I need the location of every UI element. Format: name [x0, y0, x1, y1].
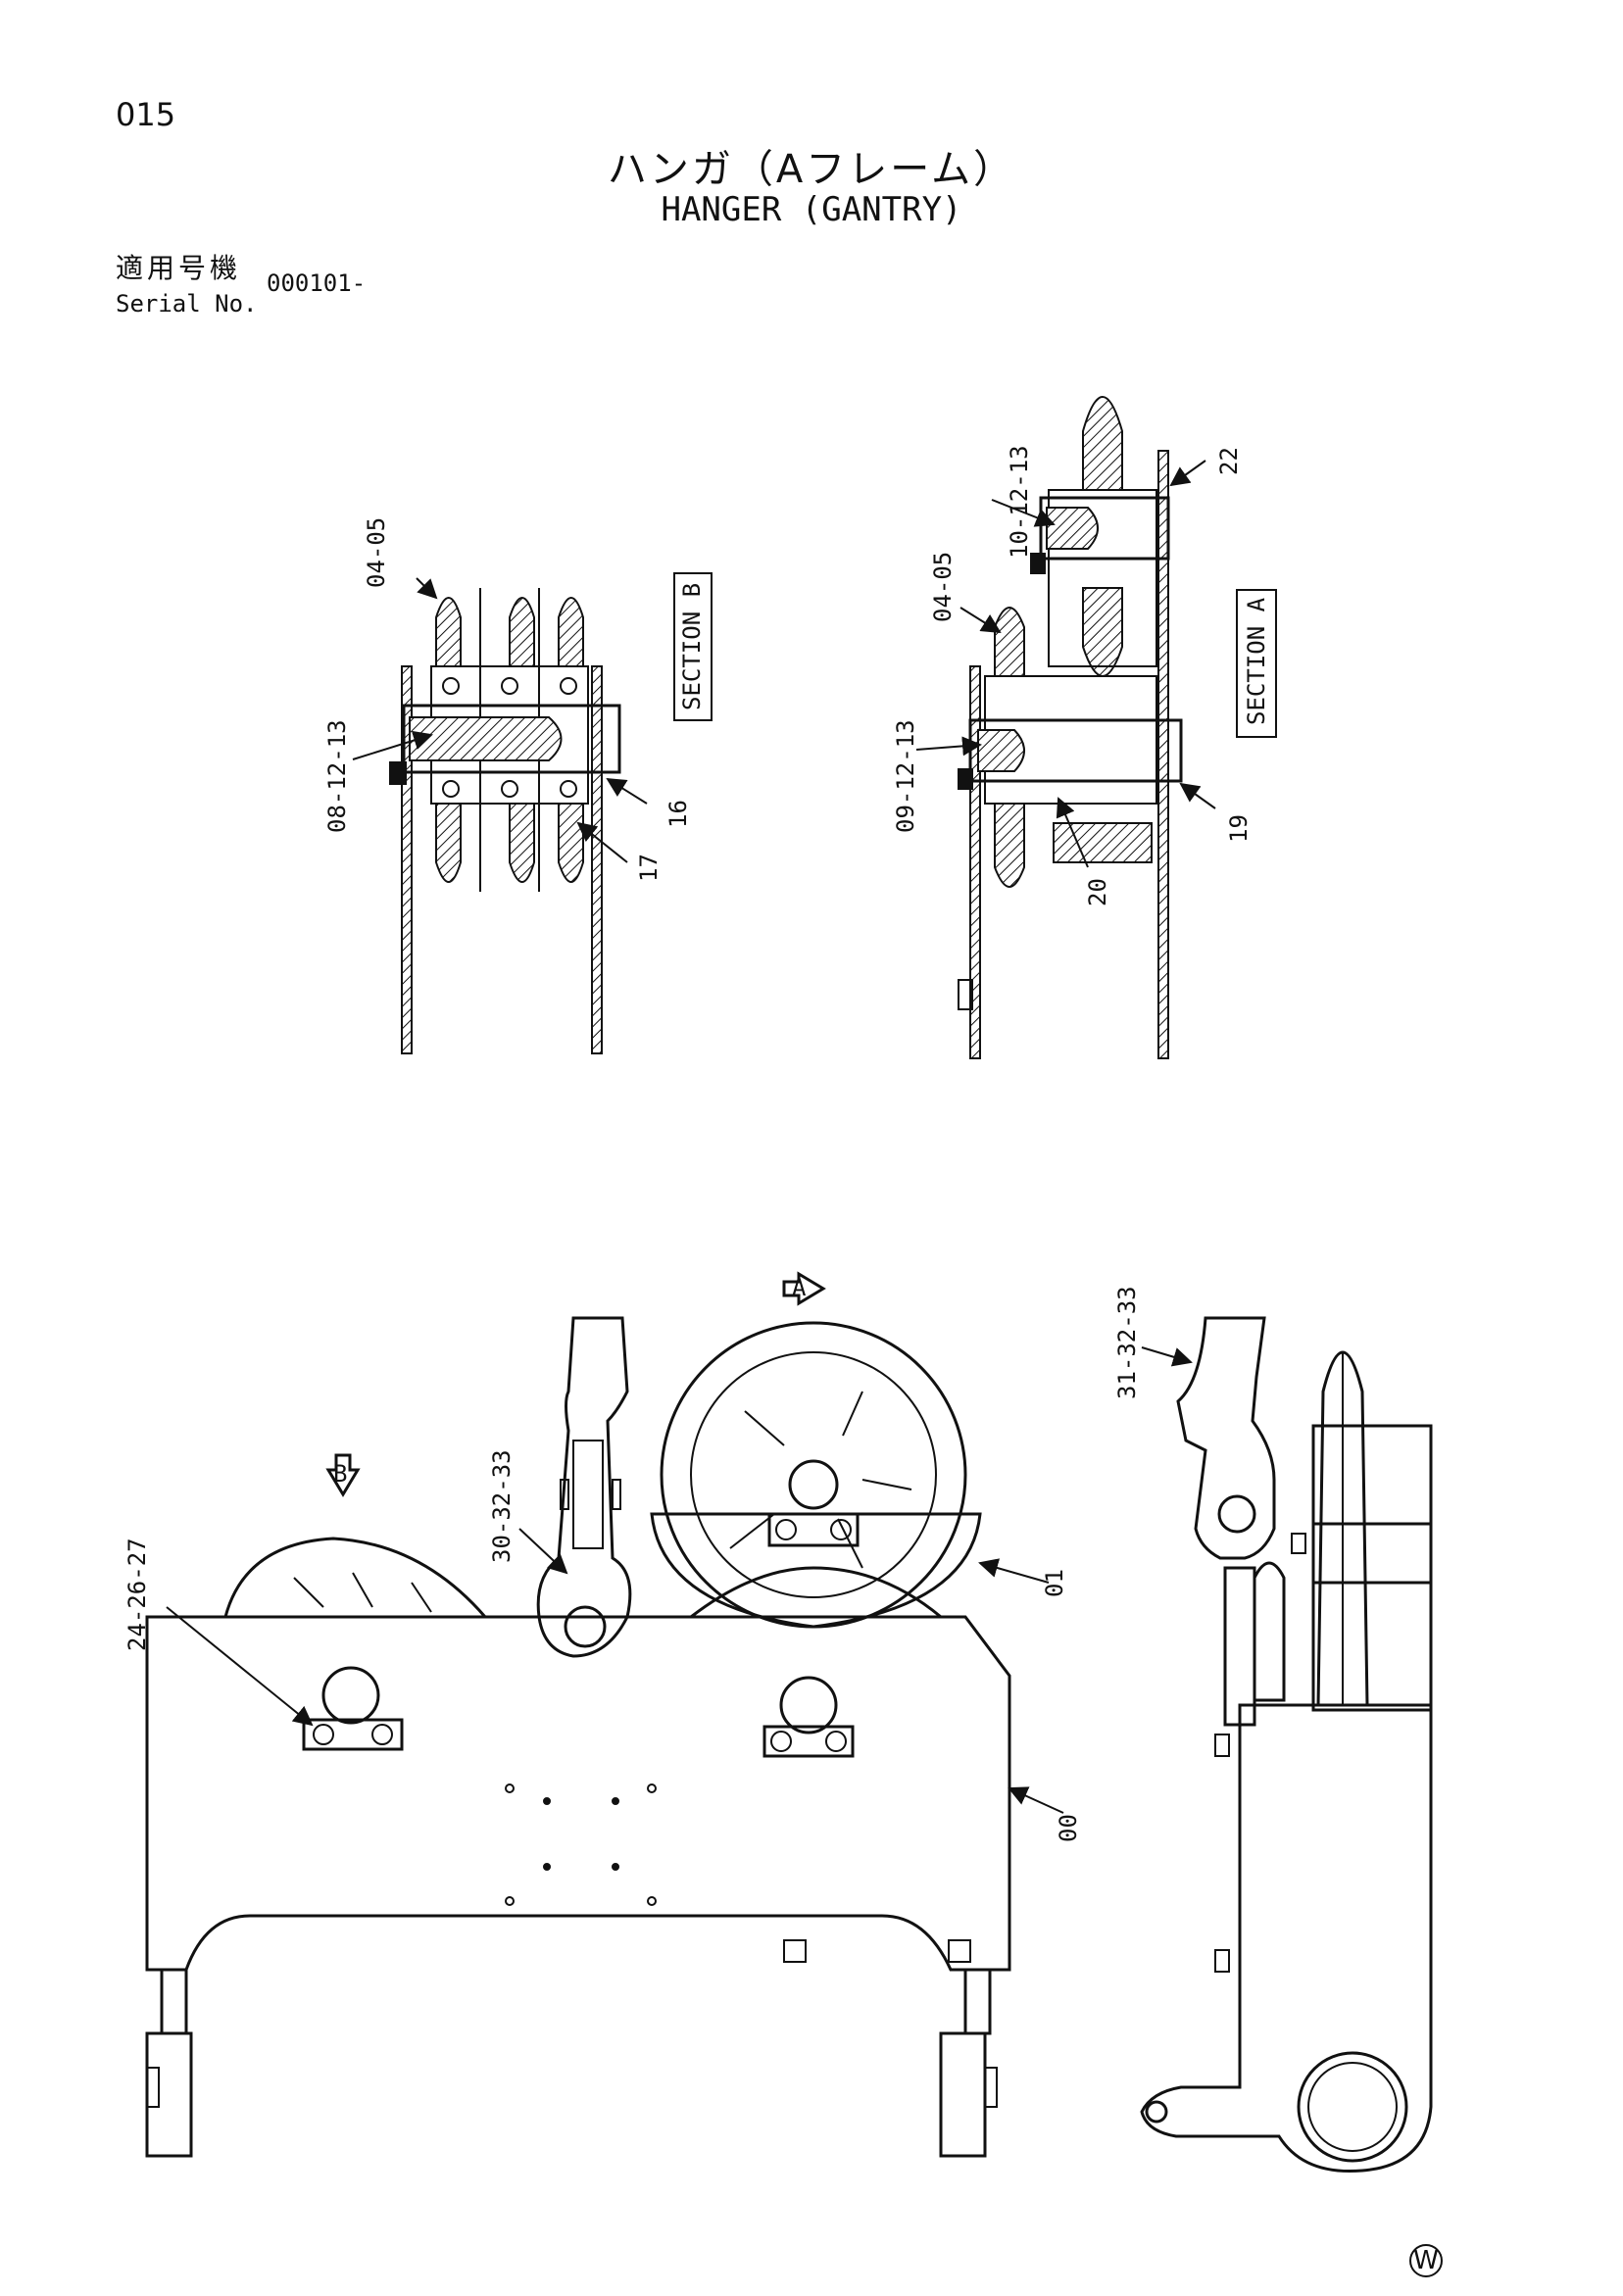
callout-10-12-13: 10-12-13 [1006, 445, 1033, 559]
serial-label-english: Serial No. [116, 290, 258, 318]
side-upper-sheave [1316, 1350, 1369, 1707]
section-b-grease-fitting [389, 761, 407, 785]
section-b-left-plate [401, 665, 413, 1054]
page-title-english: HANGER (GANTRY) [661, 190, 962, 229]
section-a-label-box [1236, 589, 1277, 738]
section-a-upper-sheave-bottom [1082, 587, 1123, 677]
side-frame-housing [1311, 1522, 1433, 1712]
section-b-shaft-core [409, 716, 563, 761]
view-b-arrow [325, 1453, 361, 1497]
serial-label-japanese: 適用号機 [116, 252, 242, 284]
section-b-drawing: SECTION B 04-05 08-12-13 16 17 [323, 517, 713, 1054]
callout-00: 00 [1055, 1814, 1082, 1842]
left-leg [145, 1968, 193, 2158]
callout-16: 16 [664, 800, 692, 828]
section-b-sheave-stack [430, 588, 589, 892]
section-a-label: SECTION A [1243, 597, 1270, 725]
callout-20: 20 [1084, 878, 1111, 906]
section-a-upper-sheave-top [1082, 396, 1123, 491]
callout-30-32-33: 30-32-33 [488, 1449, 516, 1563]
side-boss [1297, 2051, 1408, 2163]
callout-22: 22 [1215, 447, 1243, 475]
section-a-right-plate [1157, 450, 1169, 1059]
side-view-drawing: 31-32-33 [1113, 1286, 1433, 2174]
left-rear-sheave [223, 1537, 487, 1618]
side-pendant-link [1176, 1316, 1276, 1560]
frame-bolt-pattern [505, 1783, 657, 1906]
callout-01: 01 [1041, 1569, 1068, 1597]
callout-17: 17 [635, 854, 663, 882]
callout-19: 19 [1225, 814, 1253, 843]
callout-31-32-33: 31-32-33 [1113, 1286, 1141, 1399]
view-a-arrow [782, 1271, 826, 1306]
watermark-logo: W [1409, 2244, 1443, 2277]
section-a-lower-sheave-top [994, 607, 1025, 677]
section-b-right-plate [591, 665, 603, 1054]
section-a-drawing: SECTION A 04-05 10-12-13 09-12-13 22 19 … [892, 396, 1277, 1059]
section-a-upper-shaft [1039, 496, 1170, 561]
section-a-spacer [1053, 822, 1153, 863]
front-view-drawing: B A 24-26-27 30-32-33 01 00 [123, 1271, 1082, 2158]
page-title-japanese: ハンガ（Aフレーム） [607, 147, 1016, 192]
page-number: 015 [116, 96, 176, 133]
callout-24-26-27: 24-26-27 [123, 1538, 151, 1651]
side-frame-body [1140, 1703, 1433, 2174]
section-a-left-plate [969, 665, 981, 1059]
callout-04-05-section-a: 04-05 [929, 552, 957, 622]
callout-08-12-13: 08-12-13 [323, 719, 351, 833]
callout-09-12-13: 09-12-13 [892, 719, 919, 833]
section-b-label: SECTION B [678, 583, 706, 710]
callout-04-05-section-b: 04-05 [363, 517, 390, 588]
upper-sheave [660, 1321, 967, 1629]
section-a-lower-sheave-bottom [994, 803, 1025, 888]
view-a-label: A [792, 1274, 807, 1301]
pendant-link [536, 1316, 632, 1658]
view-b-label: B [333, 1460, 347, 1488]
right-leg [939, 1968, 998, 2158]
section-b-label-box [673, 572, 713, 721]
section-b-shaft [402, 704, 621, 774]
serial-number-value: 000101- [267, 269, 367, 297]
sheave-bracket [650, 1512, 982, 1629]
hanger-frame-body [145, 1615, 1011, 1972]
